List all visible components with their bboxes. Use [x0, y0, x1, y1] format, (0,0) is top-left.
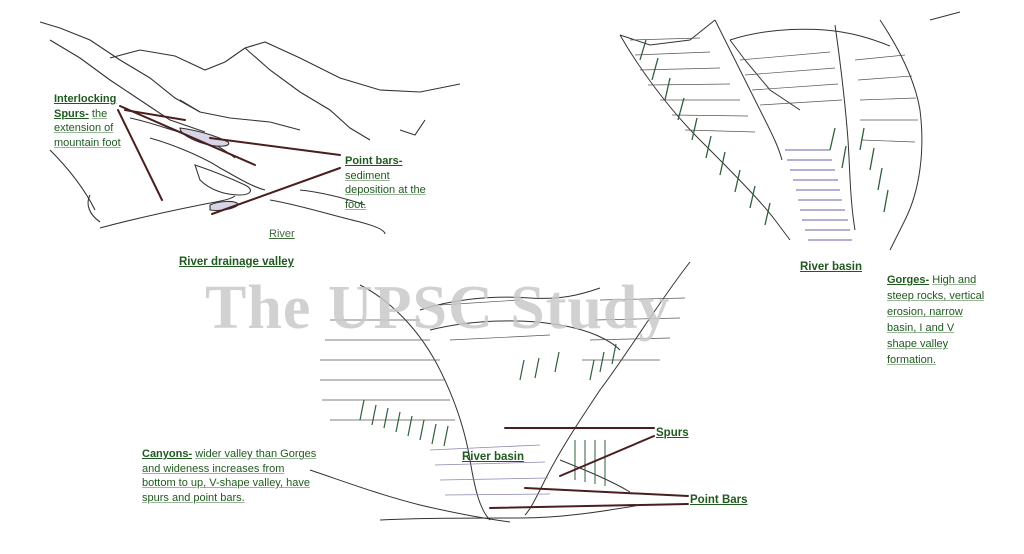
- gorge-vegetation: [639, 39, 889, 226]
- canyons-desc: wider valley than Gorges and wideness in…: [142, 448, 317, 504]
- point-bars-top-title: Point bars-: [345, 155, 403, 167]
- gorge-sketch: [619, 11, 961, 251]
- canyon-river-water: [429, 444, 551, 496]
- label-river-basin-canyon: River basin: [462, 451, 524, 463]
- pointer-lines: [117, 105, 689, 509]
- point-bar-pointer-2: [211, 167, 341, 215]
- spur-pointer-3: [124, 109, 186, 121]
- interlocking-spurs-desc: the extension of mountain foot: [54, 107, 121, 149]
- river-drainage-valley-sketch: [39, 21, 461, 235]
- watermark: The UPSC Study: [205, 274, 671, 342]
- canyon-vegetation: [359, 343, 617, 447]
- label-gorges: Gorges- High and steep rocks, vertical e…: [887, 272, 987, 368]
- label-interlocking-spurs: Interlocking Spurs- the extension of mou…: [54, 92, 146, 150]
- point-bar-pointer-1: [209, 137, 341, 156]
- label-canyons: Canyons- wider valley than Gorges and wi…: [142, 447, 317, 505]
- label-river-drainage-valley: River drainage valley: [179, 256, 295, 268]
- label-river: River: [269, 228, 295, 240]
- gorge-rock-hatching: [629, 37, 918, 143]
- canyons-title: Canyons-: [142, 448, 193, 460]
- spurs-pointer-2: [559, 435, 655, 477]
- gorges-title: Gorges-: [887, 274, 930, 286]
- label-spurs: Spurs: [656, 427, 689, 439]
- point-bars-pointer-2: [489, 503, 689, 509]
- label-point-bars-top: Point bars- sediment deposition at the f…: [345, 154, 437, 212]
- gorge-river-water: [785, 149, 852, 241]
- label-point-bars-bottom: Point Bars: [690, 494, 748, 506]
- gorges-desc: High and steep rocks, vertical erosion, …: [887, 274, 985, 366]
- canyon-hatching: [320, 297, 686, 421]
- spur-pointer-2: [119, 105, 256, 166]
- spur-pointer-1: [117, 109, 163, 201]
- point-bars-pointer-1: [524, 487, 689, 497]
- interlocking-spurs-title: Interlocking Spurs-: [54, 93, 117, 120]
- point-bars-top-desc: sediment deposition at the foot.: [345, 169, 426, 211]
- label-river-basin-gorge: River basin: [800, 261, 862, 273]
